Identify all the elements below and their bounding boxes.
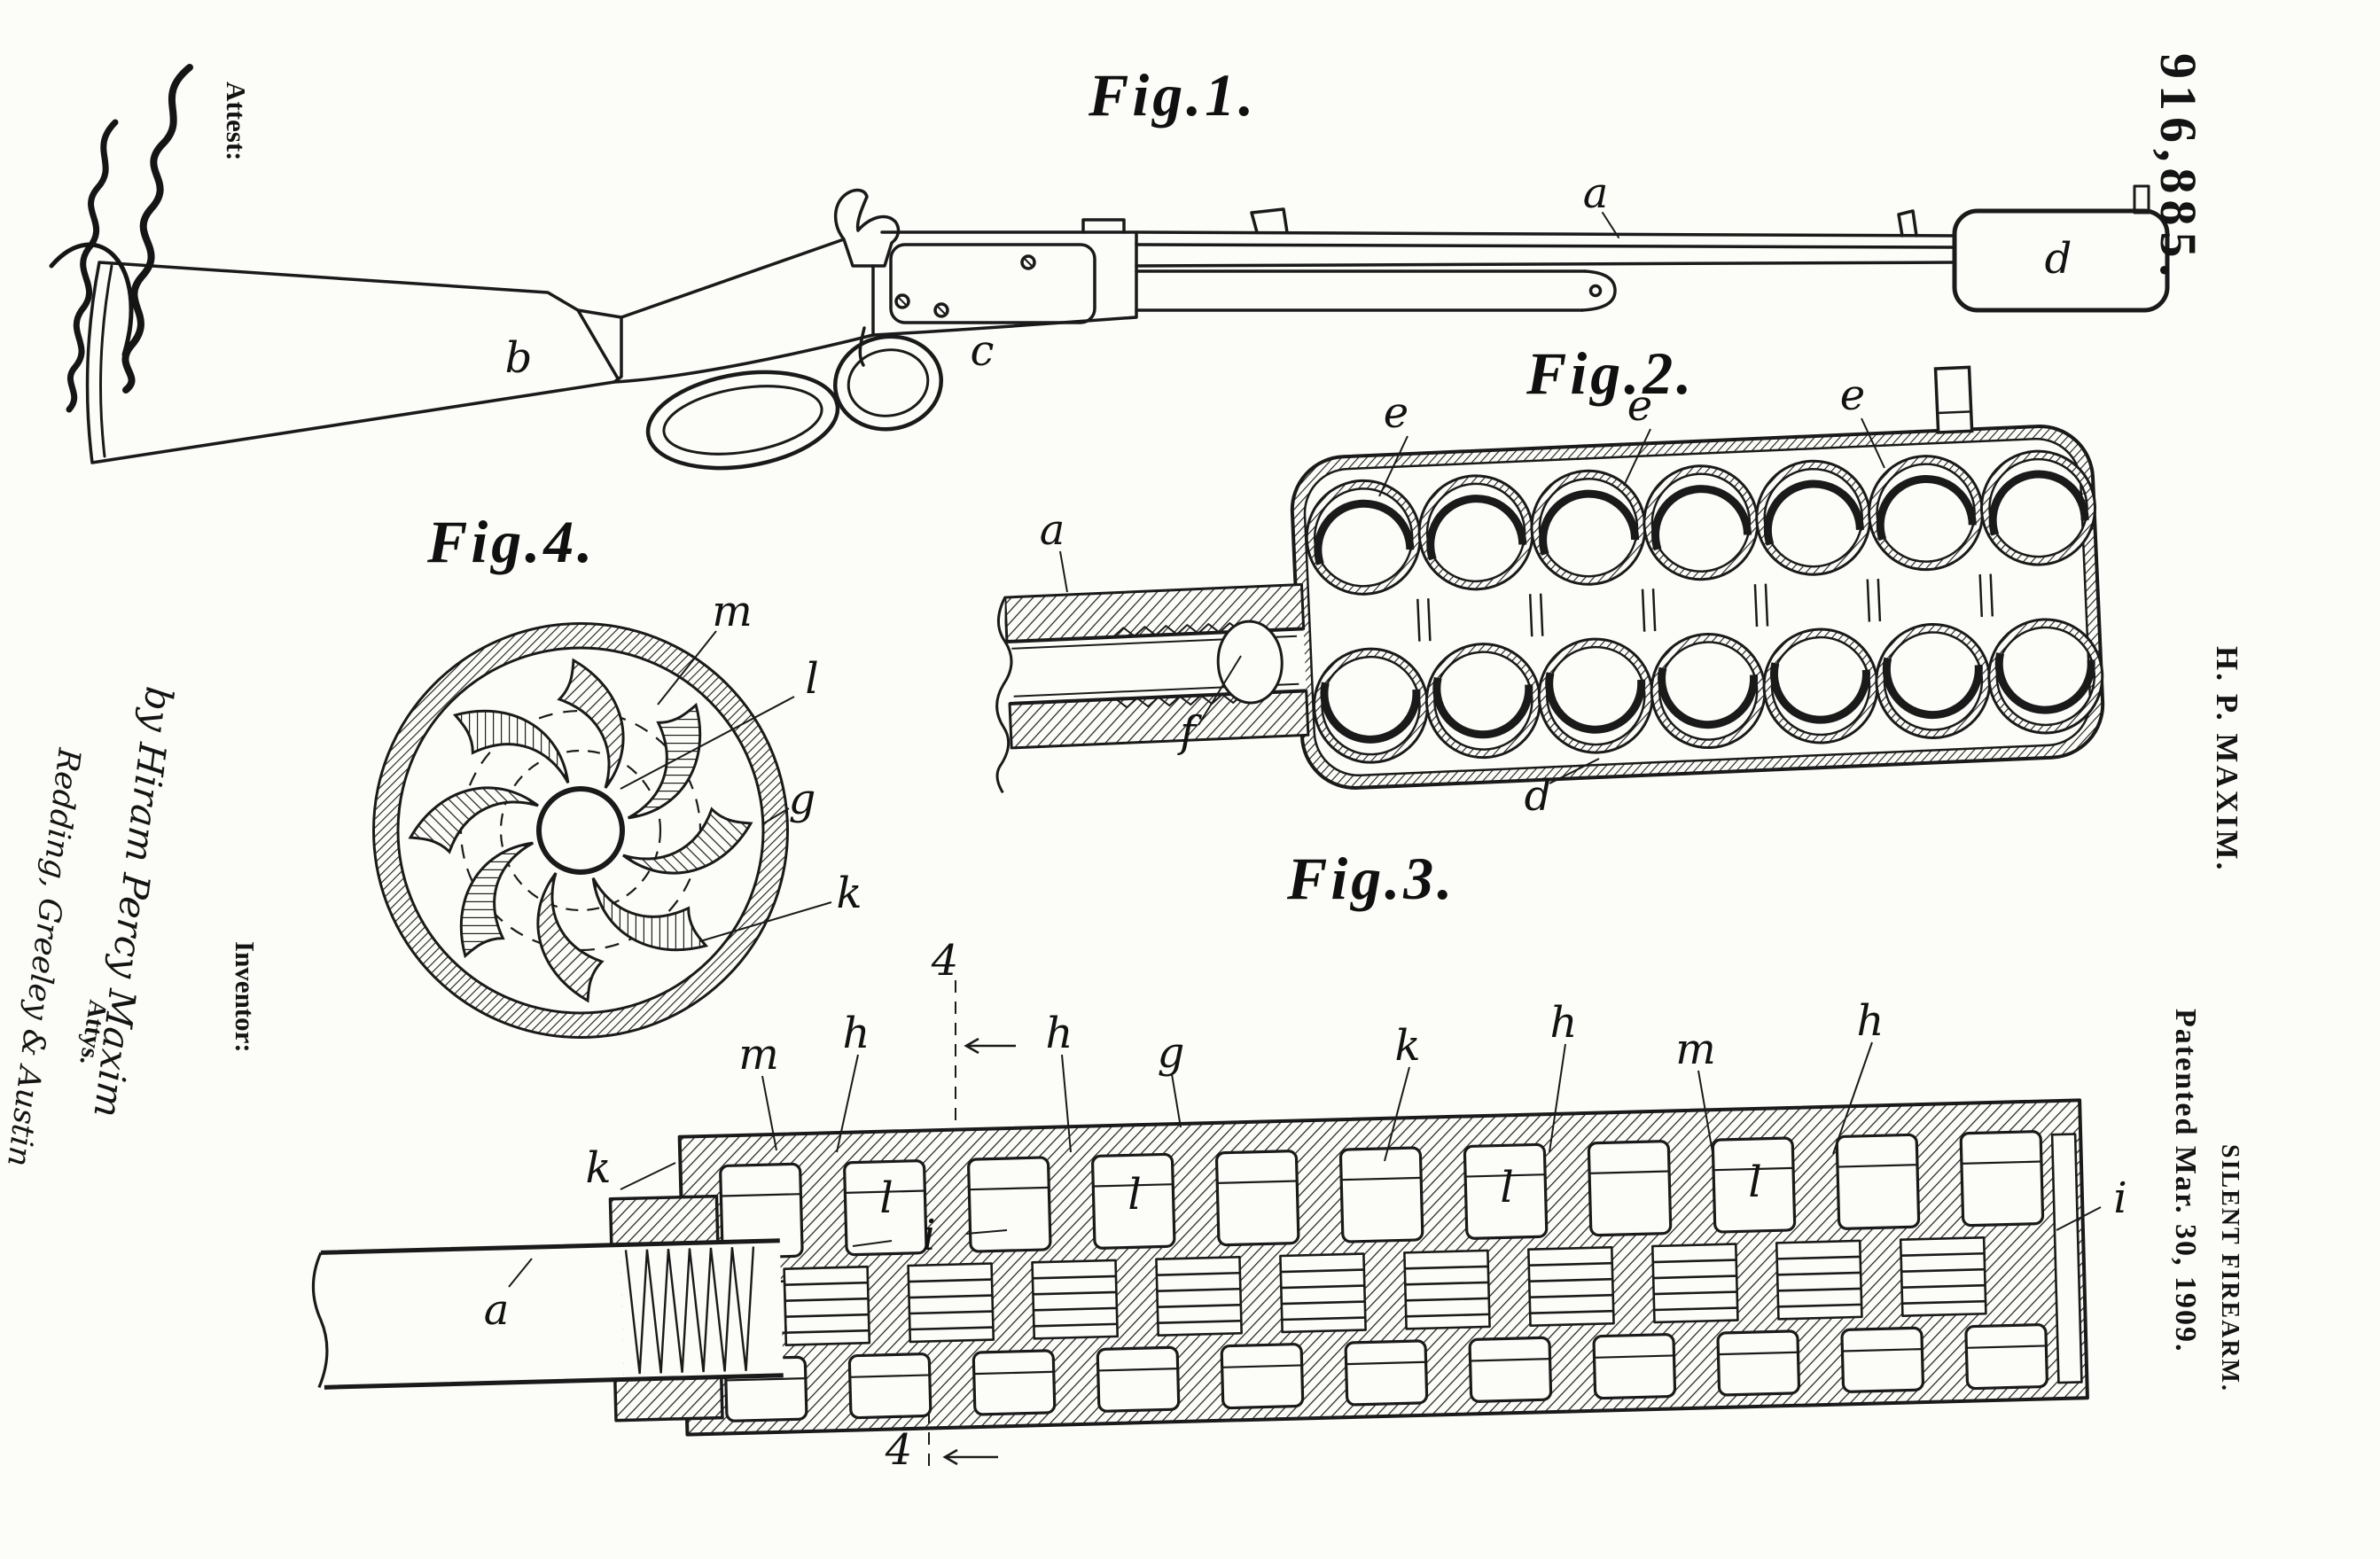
- fig4-leaders: [620, 630, 832, 942]
- fig2-circles: [1305, 365, 2104, 764]
- attest-signature-2: [66, 119, 119, 413]
- fig2-sight-post: [1933, 365, 1974, 434]
- fig1-caption: Fig.1.: [1089, 61, 1258, 129]
- heading-invention-title: SILENT FIREARM.: [2216, 1144, 2243, 1392]
- rifle-lever-loop: [645, 334, 944, 471]
- fig3-threads: [620, 1242, 784, 1378]
- fig2-barrel: [995, 582, 1310, 794]
- fig3-caption: Fig.3.: [1287, 845, 1456, 912]
- fig2-silencer-section: [995, 425, 2105, 794]
- heading-block: H. P. MAXIM. SILENT FIREARM. APPLICATION…: [2209, 507, 2244, 1392]
- fig2-caption: Fig.2.: [1526, 339, 1696, 407]
- fig3-section-drawing: [311, 1098, 2089, 1437]
- fig3-end-slot: [2050, 1133, 2083, 1384]
- fig4-center-hole: [536, 786, 625, 875]
- rifle-stock: [85, 261, 623, 464]
- fig3-bottom-chambers: [723, 1323, 2048, 1423]
- fig3-washer-stacks: [719, 1236, 1987, 1346]
- fig3-top-chambers: [719, 1130, 2045, 1259]
- attest-signature-1: [121, 64, 193, 394]
- rifle-receiver: [871, 230, 1138, 337]
- rifle-barrel: [1135, 230, 1956, 268]
- inventor-label: Inventor:: [230, 941, 261, 1053]
- heading-inventor-name: H. P. MAXIM.: [2210, 646, 2244, 873]
- heading-application-line: APPLICATION FILED JUNE 26, 1908.: [2212, 1524, 2242, 1559]
- silencer-sight: [2133, 184, 2150, 214]
- patent-number: 916,885.: [2150, 53, 2207, 283]
- fig4-caption: Fig.4.: [427, 508, 597, 575]
- fig4-washer-drawing: [372, 622, 832, 1039]
- fig2-funnel-slots: [1416, 573, 1994, 642]
- attest-label: Attest:: [221, 82, 252, 161]
- fig4-vanes: [408, 658, 753, 1003]
- rifle-trigger: [858, 326, 866, 367]
- receiver-side-plate: [889, 243, 1096, 324]
- front-sight: [1897, 209, 1918, 238]
- silencer-fig1: [1952, 208, 2170, 313]
- magazine-tube: [1135, 269, 1587, 312]
- expansion-chamber-f: [1216, 620, 1284, 705]
- fig1-rifle-drawing: [85, 184, 2170, 471]
- fig3-leaders: [508, 980, 2102, 1475]
- fig2-leaders: [1059, 417, 1885, 784]
- fig3-barrel: [311, 1238, 784, 1390]
- section-line-4-4: [928, 980, 956, 1475]
- attest-signatures: [49, 64, 193, 413]
- attest-signature-flourish: [49, 242, 134, 357]
- rifle-hammer: [833, 188, 901, 268]
- patented-date: Patented Mar. 30, 1909.: [2169, 1009, 2202, 1353]
- rear-sight: [1250, 207, 1289, 234]
